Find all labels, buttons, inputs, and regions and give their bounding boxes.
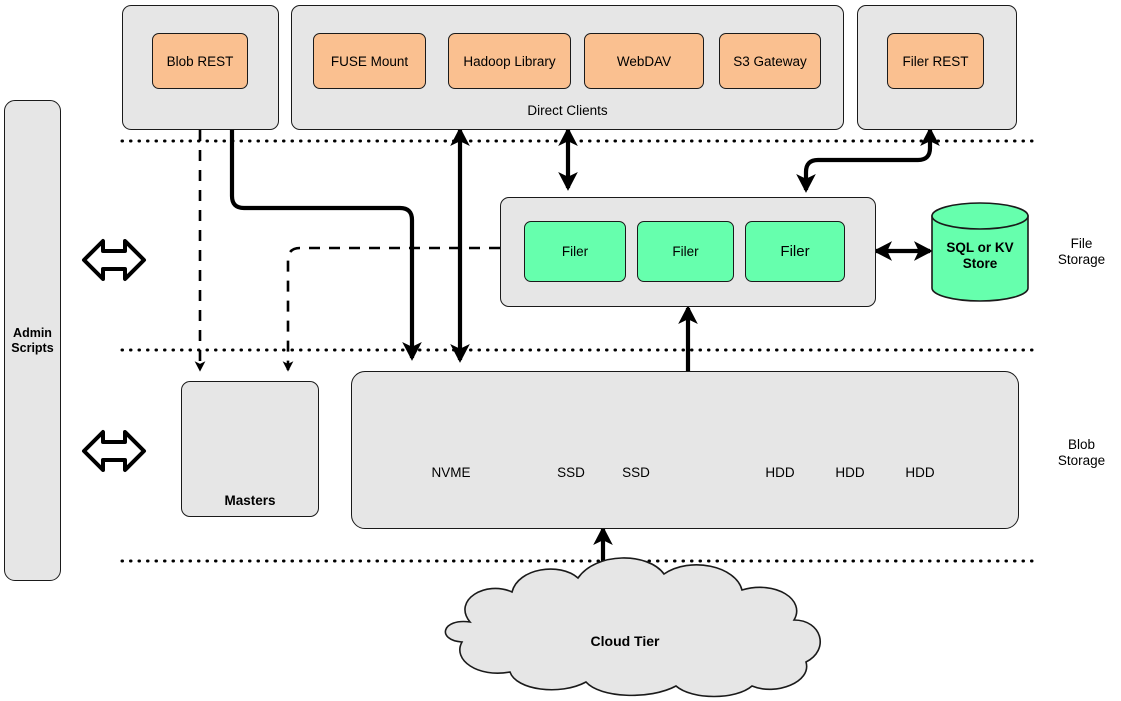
disk-label-hdd-1: HDD [765, 465, 795, 480]
disk-label-nvme: NVME [431, 465, 471, 480]
admin-scripts-label-line2: Scripts [11, 340, 54, 355]
filer-node-2[interactable]: Filer [637, 221, 734, 282]
disk-label-hdd-2: HDD [835, 465, 865, 480]
disk-label-ssd-1: SSD [557, 465, 585, 480]
cloud-tier-shape [444, 557, 822, 698]
client-fuse-mount[interactable]: FUSE Mount [313, 33, 426, 89]
client-s3-gateway[interactable]: S3 Gateway [719, 33, 821, 89]
blob-rest-box[interactable]: Blob REST [152, 33, 248, 89]
connector-filers-to-masters [282, 246, 500, 372]
blob-storage-group [351, 371, 1019, 529]
disk-label-ssd-2: SSD [622, 465, 650, 480]
admin-scripts-label-line1: Admin [13, 325, 52, 340]
masters-label: Masters [224, 493, 276, 508]
filer-node-1[interactable]: Filer [524, 221, 626, 282]
metastore-label-line2: Store [962, 256, 998, 271]
metastore-cylinder [931, 202, 1029, 302]
admin-block-arrows [82, 239, 146, 472]
tier-label-file-storage-line2: Storage [1057, 252, 1106, 267]
direct-clients-caption: Direct Clients [527, 103, 608, 118]
admin-arrow-blob-tier [82, 430, 146, 472]
metastore-label-line1: SQL or KV [946, 240, 1014, 255]
tier-label-blob-storage-line2: Storage [1057, 453, 1106, 468]
tier-label-blob-storage: Blob Storage [1044, 437, 1119, 469]
tier-label-file-storage: File Storage [1044, 236, 1119, 268]
cloud-tier-label: Cloud Tier [590, 633, 660, 649]
client-hadoop-library[interactable]: Hadoop Library [448, 33, 571, 89]
admin-arrow-file-tier [82, 239, 146, 281]
connector-blobrest-to-blobstorage [229, 124, 422, 361]
filer-rest-box[interactable]: Filer REST [887, 33, 984, 89]
blob-rest-group [122, 5, 279, 130]
tier-label-file-storage-line1: File [1070, 236, 1093, 251]
client-webdav[interactable]: WebDAV [584, 33, 704, 89]
masters-group [181, 381, 319, 517]
metastore-label: SQL or KV Store [932, 240, 1028, 272]
filer-node-3[interactable]: Filer [745, 221, 845, 282]
connector-filerrest-to-filers [796, 127, 940, 193]
admin-scripts-panel[interactable]: Admin Scripts [4, 100, 61, 581]
disk-label-hdd-3: HDD [905, 465, 935, 480]
tier-label-blob-storage-line1: Blob [1067, 437, 1096, 452]
